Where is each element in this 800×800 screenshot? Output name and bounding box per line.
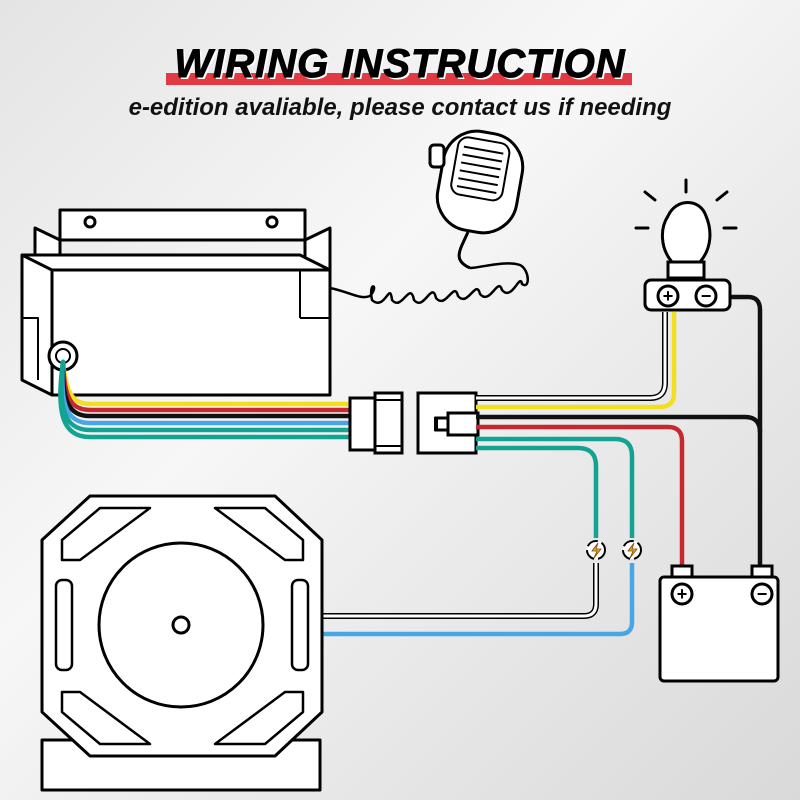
- wire-white-speaker: [322, 563, 599, 619]
- socket-minus-label: −: [701, 286, 712, 306]
- socket-plus-terminal: [656, 284, 680, 308]
- wire-white-to-lamp: [476, 312, 668, 401]
- page-subtitle: e-edition avaliable, please contact us i…: [128, 94, 672, 121]
- wire-red-power: [476, 424, 685, 568]
- harness-left: [58, 359, 355, 440]
- wire-teal-1: [476, 436, 635, 538]
- socket-plus-label: +: [663, 286, 674, 306]
- wire-joint-icon: [586, 540, 606, 560]
- battery-minus-label: −: [757, 584, 768, 604]
- title-banner: WIRING INSTRUCTION: [0, 42, 800, 87]
- socket-minus-terminal: [694, 284, 718, 308]
- siren-speaker: [40, 494, 324, 792]
- page-title: WIRING INSTRUCTION: [166, 42, 632, 87]
- plug-connector-male: [348, 391, 404, 455]
- battery-plus-label: +: [677, 584, 688, 604]
- plug-connector-female: [416, 391, 480, 455]
- wire-yellow-to-lamp: [476, 312, 677, 410]
- wire-joint-icon: [622, 540, 642, 560]
- lamp: [634, 178, 738, 312]
- wire-blue-speaker: [322, 563, 635, 637]
- microphone: [428, 129, 525, 270]
- microphone-coil-cord: [329, 262, 529, 304]
- lamp-light-rays-icon: [634, 178, 738, 230]
- wire-teal-2: [476, 445, 599, 538]
- wire-black-lamp-ground: [720, 294, 763, 432]
- battery: [658, 564, 780, 683]
- siren-amplifier-box: [20, 208, 332, 397]
